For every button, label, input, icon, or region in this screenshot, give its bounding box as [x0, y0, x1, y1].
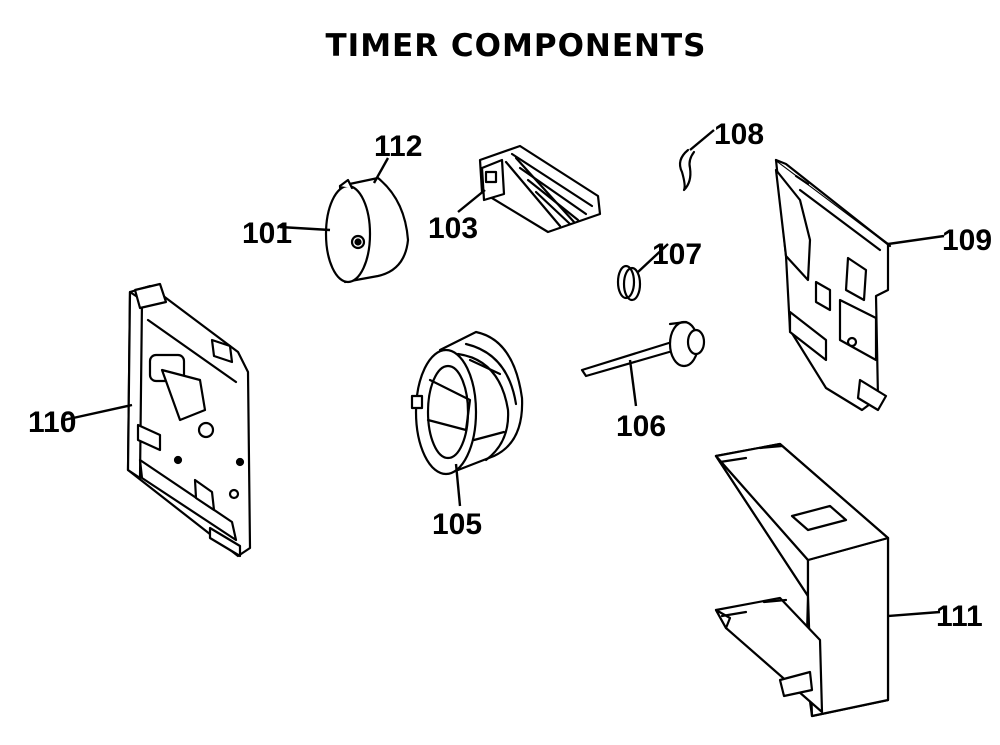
leader-109: [887, 234, 945, 246]
part-103-switch-block: [478, 144, 602, 234]
leader-112: [372, 157, 390, 184]
callout-109: 109: [942, 224, 992, 257]
callout-103: 103: [428, 212, 478, 245]
leader-101: [279, 225, 331, 232]
callout-111: 111: [936, 600, 983, 633]
leader-107: [637, 243, 669, 273]
callout-105: 105: [432, 508, 482, 541]
part-111-cover: [714, 442, 890, 718]
leader-110: [63, 403, 133, 422]
part-106-shaft: [580, 320, 706, 378]
part-110-timer-frame: [126, 282, 252, 558]
part-101-timer-motor: [324, 176, 410, 284]
callout-107: 107: [652, 238, 702, 271]
part-107-spring: [616, 264, 642, 302]
part-108-clip: [678, 148, 696, 192]
callout-106: 106: [616, 410, 666, 443]
callout-101: 101: [242, 217, 292, 250]
callout-108: 108: [714, 118, 764, 151]
part-105-cam: [410, 330, 524, 476]
leader-106: [628, 359, 638, 407]
callout-112: 112: [374, 130, 422, 163]
leader-103: [457, 189, 486, 213]
callout-110: 110: [28, 406, 76, 439]
leader-108: [689, 129, 715, 151]
diagram-title: TIMER COMPONENTS: [326, 28, 707, 64]
part-109-bracket: [774, 158, 892, 412]
leader-111: [887, 610, 941, 618]
leader-105: [454, 463, 462, 507]
